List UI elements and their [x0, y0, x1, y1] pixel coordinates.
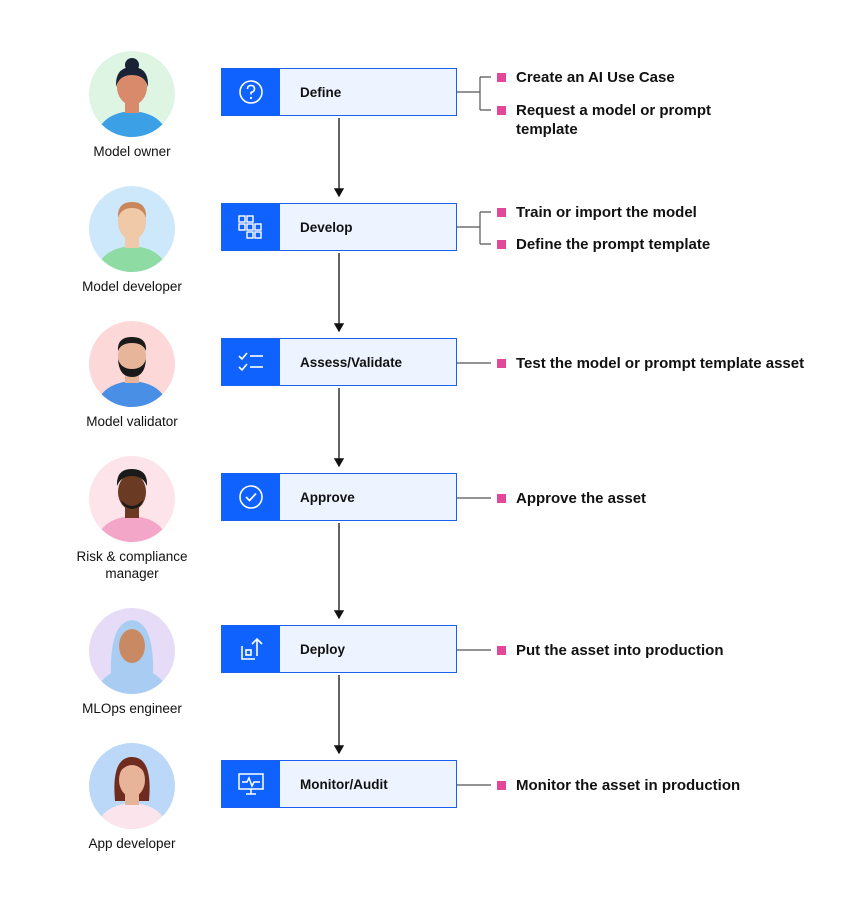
role-label: Model validator — [86, 414, 178, 429]
stage-deploy: Deploy — [221, 625, 457, 673]
risk-manager-avatar — [89, 456, 175, 542]
task-item: Define the prompt template — [497, 235, 710, 254]
model-owner-avatar — [89, 51, 175, 137]
task-item: Create an AI Use Case — [497, 68, 675, 87]
model-developer-avatar — [89, 186, 175, 272]
role-model-owner: Model owner — [57, 51, 207, 160]
stage-label: Deploy — [280, 626, 456, 672]
bullet-square — [497, 781, 506, 790]
monitor-pulse-icon — [238, 773, 264, 795]
role-model-validator: Model validator — [57, 321, 207, 430]
bracket-define — [457, 76, 491, 111]
role-label: Risk & compliance manager — [76, 549, 188, 581]
stage-label: Monitor/Audit — [280, 761, 456, 807]
role-label: Model owner — [93, 144, 171, 159]
stage-monitor-audit: Monitor/Audit — [221, 760, 457, 808]
role-label: Model developer — [82, 279, 182, 294]
task-text: Put the asset into production — [516, 642, 724, 659]
role-risk-compliance-manager: Risk & compliance manager — [57, 456, 207, 582]
role-mlops-engineer: MLOps engineer — [57, 608, 207, 717]
bullet-square — [497, 359, 506, 368]
task-text: Train or import the model — [516, 204, 697, 221]
task-text: Approve the asset — [516, 490, 647, 507]
stage-assess-validate: Assess/Validate — [221, 338, 457, 386]
grid-blocks-icon — [238, 215, 262, 239]
bullet-square — [497, 208, 506, 217]
stage-label: Assess/Validate — [280, 339, 456, 385]
bullet-square — [497, 646, 506, 655]
task-item: Test the model or prompt template asset — [497, 354, 848, 373]
stage-define: Define — [221, 68, 457, 116]
role-label: MLOps engineer — [82, 701, 182, 716]
role-model-developer: Model developer — [57, 186, 207, 295]
task-item: Approve the asset — [497, 489, 646, 508]
checklist-icon — [238, 352, 263, 372]
role-label: App developer — [88, 836, 176, 851]
deploy-arrow-icon — [241, 637, 263, 660]
checkmark-circle-icon — [239, 485, 263, 509]
bullet-square — [497, 240, 506, 249]
task-text: Create an AI Use Case — [516, 69, 675, 86]
stage-label: Define — [280, 69, 456, 115]
role-app-developer: App developer — [57, 743, 207, 852]
task-item: Monitor the asset in production — [497, 776, 740, 795]
task-text: Monitor the asset in production — [516, 777, 741, 794]
stage-develop: Develop — [221, 203, 457, 251]
model-validator-avatar — [89, 321, 175, 407]
task-text: Request a model or prompt template — [516, 102, 712, 138]
bracket-develop — [457, 211, 491, 245]
task-item: Train or import the model — [497, 203, 697, 222]
stage-approve: Approve — [221, 473, 457, 521]
task-text: Define the prompt template — [516, 236, 711, 253]
task-item: Put the asset into production — [497, 641, 724, 660]
task-text: Test the model or prompt template asset — [516, 355, 805, 372]
stage-label: Approve — [280, 474, 456, 520]
bullet-square — [497, 106, 506, 115]
bullet-square — [497, 73, 506, 82]
bullet-square — [497, 494, 506, 503]
app-developer-avatar — [89, 743, 175, 829]
stage-label: Develop — [280, 204, 456, 250]
question-icon — [239, 80, 263, 104]
task-item: Request a model or prompt template — [497, 101, 711, 139]
mlops-engineer-avatar — [89, 608, 175, 694]
